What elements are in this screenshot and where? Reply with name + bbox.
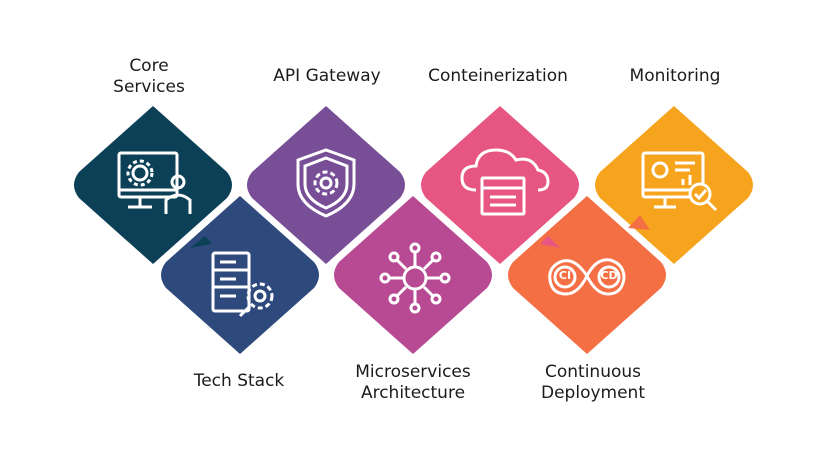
diamond-tech-stack [161, 196, 319, 354]
notch-micro [364, 236, 386, 248]
label-continuous-deployment: Continuous Deployment [541, 362, 645, 403]
ci-cd-infinity-icon [548, 258, 626, 296]
label-monitoring: Monitoring [629, 66, 721, 86]
diamond-api-gateway [247, 106, 405, 264]
notch-container [540, 236, 560, 248]
notch-core [190, 236, 212, 248]
notch-api [290, 215, 312, 230]
monitor-chart-magnifier-icon [641, 151, 718, 212]
label-core-services: Core Services [113, 56, 185, 97]
cd-badge: CD [600, 269, 618, 282]
label-containerization: Conteinerization [428, 66, 568, 86]
diamond-core-services [74, 106, 232, 267]
hub-network-icon [379, 242, 451, 314]
diamond-microservices [334, 196, 492, 354]
label-api-gateway: API Gateway [273, 66, 381, 86]
presenter-monitor-gear-icon [117, 151, 192, 214]
server-wrench-gear-icon [211, 251, 274, 318]
cloud-server-icon [460, 148, 550, 216]
label-microservices-architecture: Microservices Architecture [355, 362, 471, 403]
shield-gear-icon [296, 148, 356, 218]
label-tech-stack: Tech Stack [193, 371, 285, 391]
notch-cd [628, 215, 650, 230]
ci-badge: CI [558, 269, 572, 282]
